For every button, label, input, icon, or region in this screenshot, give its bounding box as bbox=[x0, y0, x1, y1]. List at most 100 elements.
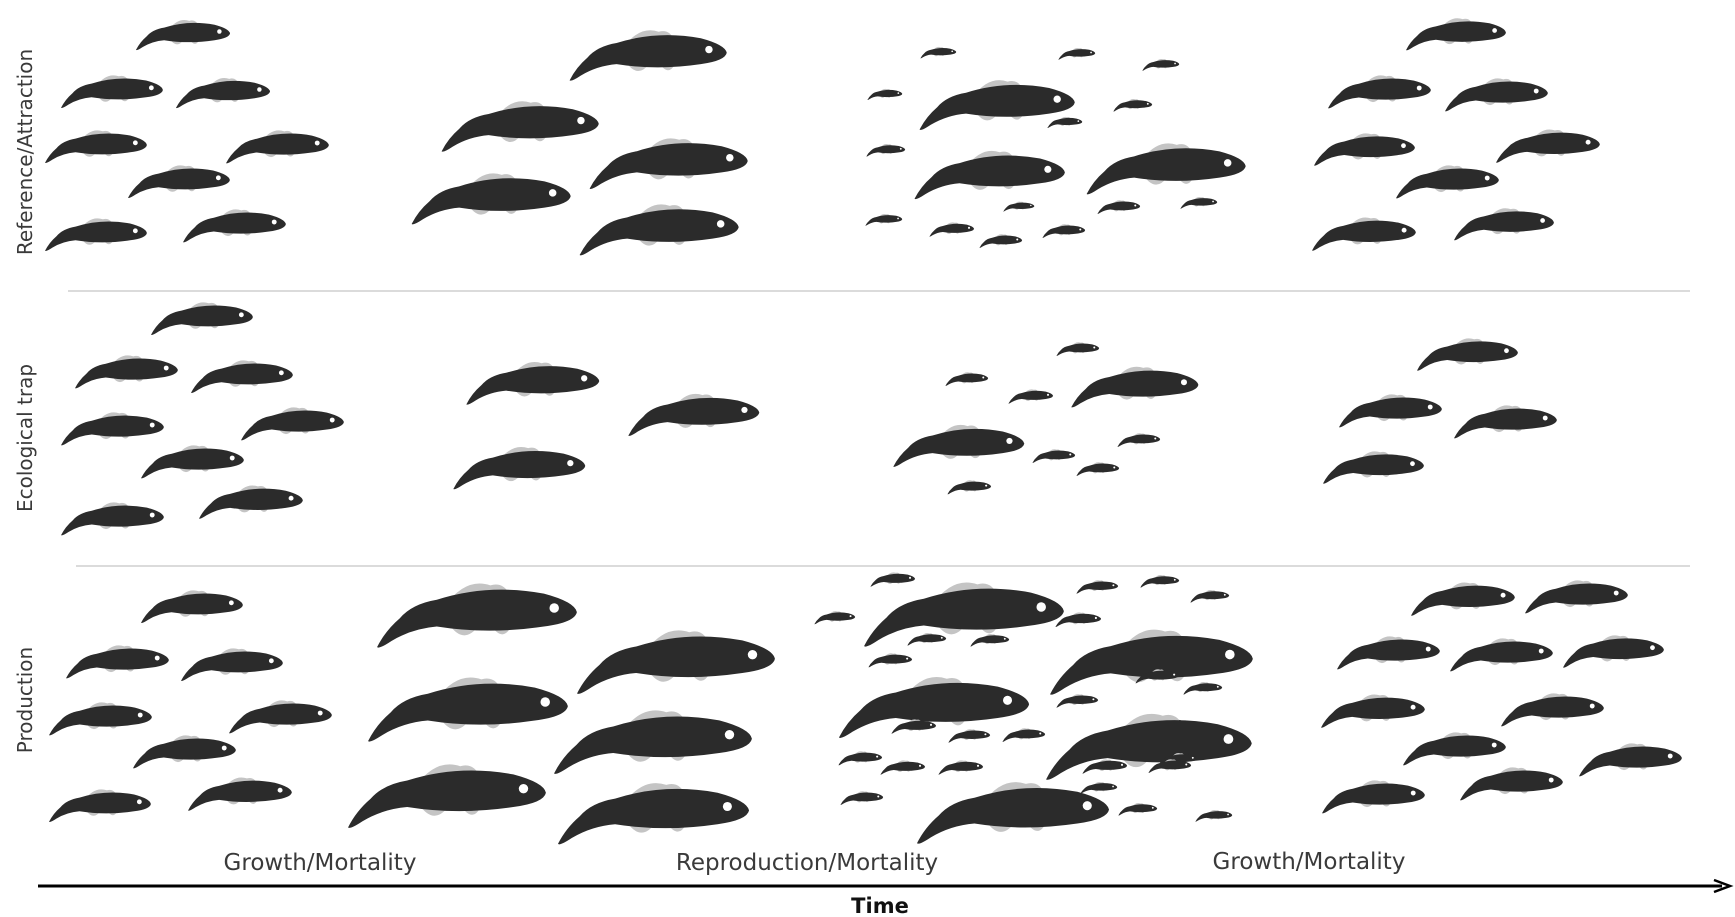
fish-icon bbox=[66, 645, 169, 679]
fish-icon bbox=[466, 362, 600, 405]
fish-icon bbox=[840, 791, 884, 805]
fish-icon bbox=[1339, 394, 1442, 428]
fish-icon bbox=[1563, 635, 1664, 668]
fish-icon bbox=[1321, 694, 1425, 728]
fish-schools bbox=[45, 18, 1682, 845]
fish-icon bbox=[141, 590, 243, 624]
fish-icon bbox=[589, 138, 748, 190]
fish-icon bbox=[377, 583, 577, 648]
fish-icon bbox=[1118, 803, 1158, 816]
fish-icon bbox=[970, 634, 1010, 647]
fish-icon bbox=[1450, 638, 1553, 672]
fish-icon bbox=[919, 80, 1075, 130]
fish-icon bbox=[1323, 451, 1424, 484]
fish-icon bbox=[1396, 165, 1499, 199]
fish-icon bbox=[628, 393, 760, 436]
fish-icon bbox=[916, 782, 1110, 844]
fish-icon bbox=[865, 213, 903, 226]
fish-icon bbox=[141, 445, 244, 479]
fish-icon bbox=[188, 777, 292, 811]
fish-icon bbox=[579, 204, 739, 256]
fish-icon bbox=[577, 630, 775, 694]
fish-icon bbox=[1082, 759, 1128, 774]
fish-icon bbox=[1113, 99, 1153, 112]
fish-icon bbox=[1406, 18, 1506, 51]
fish-icon bbox=[1314, 133, 1415, 166]
fish-icon bbox=[1140, 575, 1180, 588]
fish-icon bbox=[191, 360, 293, 394]
fish-icon bbox=[441, 101, 599, 152]
fish-icon bbox=[75, 355, 178, 389]
fish-icon bbox=[947, 480, 992, 495]
fish-icon bbox=[1047, 116, 1083, 129]
fish-icon bbox=[1403, 732, 1506, 766]
time-axis-title: Time bbox=[851, 894, 909, 917]
fish-icon bbox=[1312, 217, 1416, 251]
fish-icon bbox=[61, 502, 164, 536]
fish-icon bbox=[557, 783, 750, 845]
fish-icon bbox=[1050, 629, 1253, 695]
fish-icon bbox=[411, 173, 571, 225]
row-label-production: Production bbox=[13, 647, 37, 753]
fish-icon bbox=[45, 218, 147, 252]
fish-icon bbox=[181, 648, 283, 682]
fish-icon bbox=[1076, 462, 1120, 476]
fish-icon bbox=[814, 611, 856, 625]
fish-icon bbox=[1002, 728, 1046, 742]
fish-icon bbox=[183, 209, 286, 243]
fish-icon bbox=[945, 372, 989, 386]
fish-icon bbox=[864, 582, 1064, 647]
fish-icon bbox=[226, 130, 329, 164]
fish-icon bbox=[1003, 201, 1035, 212]
fish-icon bbox=[914, 150, 1065, 200]
fish-icon bbox=[1032, 449, 1076, 463]
fish-icon bbox=[1328, 75, 1431, 109]
fish-icon bbox=[979, 234, 1023, 248]
fish-icon bbox=[1056, 694, 1099, 708]
fish-icon bbox=[1195, 809, 1233, 822]
fish-icon bbox=[920, 46, 957, 59]
phase-label-growth-mortality-2: Growth/Mortality bbox=[1213, 849, 1406, 875]
fish-icon bbox=[1190, 590, 1230, 603]
fish-icon bbox=[893, 424, 1025, 467]
fish-icon bbox=[1501, 693, 1604, 727]
fish-icon bbox=[866, 144, 906, 157]
fish-icon bbox=[1411, 582, 1515, 616]
fish-icon bbox=[1579, 743, 1682, 777]
fish-icon bbox=[199, 485, 303, 519]
fish-icon bbox=[1454, 405, 1557, 439]
fish-icon bbox=[1042, 224, 1086, 238]
fish-icon bbox=[867, 88, 903, 101]
fish-icon bbox=[1046, 713, 1252, 780]
fish-icon bbox=[1056, 342, 1100, 356]
fish-icon bbox=[1337, 636, 1440, 670]
fish-icon bbox=[948, 729, 991, 743]
row-label-ecological-trap: Ecological trap bbox=[13, 364, 37, 512]
fish-icon bbox=[838, 677, 1030, 738]
fish-icon bbox=[61, 412, 164, 446]
fish-icon bbox=[554, 710, 752, 774]
fish-icon bbox=[61, 75, 163, 109]
phase-label-reproduction-mortality: Reproduction/Mortality bbox=[676, 850, 938, 876]
fish-icon bbox=[49, 789, 151, 823]
fish-icon bbox=[1076, 580, 1119, 594]
fish-icon bbox=[938, 760, 984, 775]
fish-icon bbox=[151, 302, 253, 336]
fish-icon bbox=[241, 407, 344, 441]
fish-icon bbox=[1460, 767, 1563, 801]
fish-icon bbox=[1183, 682, 1223, 695]
fish-icon bbox=[348, 764, 546, 828]
fish-icon bbox=[45, 130, 147, 164]
fish-icon bbox=[229, 700, 332, 734]
fish-icon bbox=[1322, 780, 1425, 814]
fish-icon bbox=[1086, 143, 1246, 195]
fish-icon bbox=[453, 446, 586, 490]
fish-icon bbox=[1097, 200, 1141, 214]
fish-icon bbox=[1525, 580, 1628, 614]
fish-icon bbox=[1445, 78, 1548, 112]
fish-icon bbox=[1071, 366, 1199, 408]
fish-icon bbox=[907, 633, 947, 646]
fish-icon bbox=[1180, 196, 1218, 209]
fish-icon bbox=[868, 653, 913, 668]
fish-icon bbox=[1055, 612, 1102, 628]
